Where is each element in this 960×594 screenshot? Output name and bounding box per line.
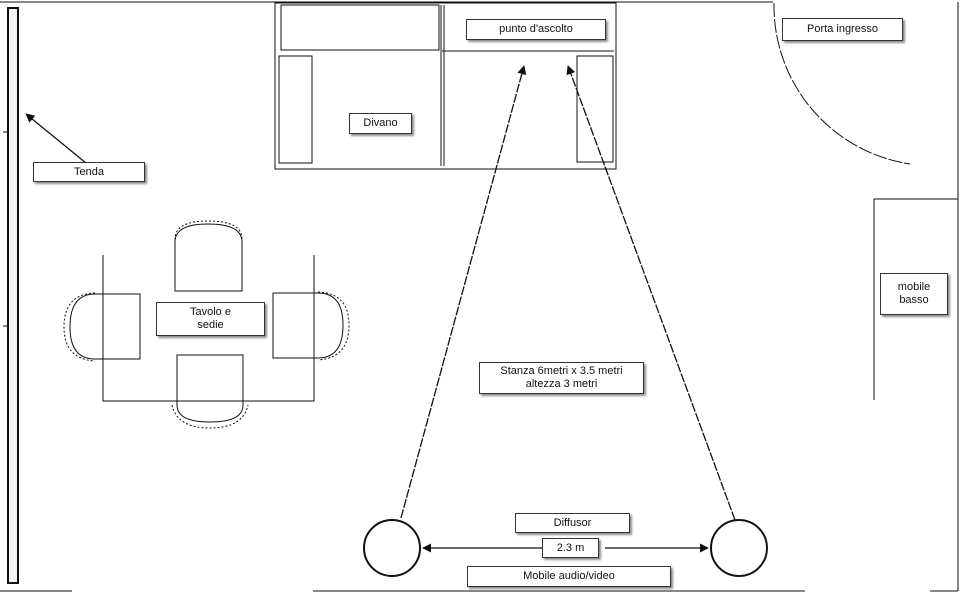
- room-size-label: Stanza 6metri x 3.5 metri altezza 3 metr…: [479, 362, 644, 394]
- right-speaker-path: [566, 65, 736, 521]
- av-cabinet-label: Mobile audio/video: [467, 566, 671, 587]
- curtain-label: Tenda: [33, 162, 145, 182]
- right-speaker: [710, 519, 768, 577]
- curtain-arrow: [25, 113, 87, 164]
- left-speaker-path: [400, 65, 527, 519]
- low-cabinet-label: mobile basso: [880, 273, 948, 315]
- diffusor-label: Diffusor: [515, 513, 630, 533]
- speaker-distance-label: 2.3 m: [542, 538, 599, 558]
- sofa-label: Divano: [349, 113, 412, 134]
- low-cabinet: [873, 198, 958, 400]
- table-and-chairs: [63, 220, 350, 429]
- entrance-door-label: Porta ingresso: [782, 18, 903, 41]
- left-speaker: [363, 519, 421, 577]
- table-and-chairs-label: Tavolo e sedie: [156, 302, 265, 336]
- listening-point-label: punto d'ascolto: [466, 19, 606, 40]
- sofa: [274, 2, 617, 170]
- curtain: [7, 7, 19, 584]
- entrance-door: [773, 2, 911, 165]
